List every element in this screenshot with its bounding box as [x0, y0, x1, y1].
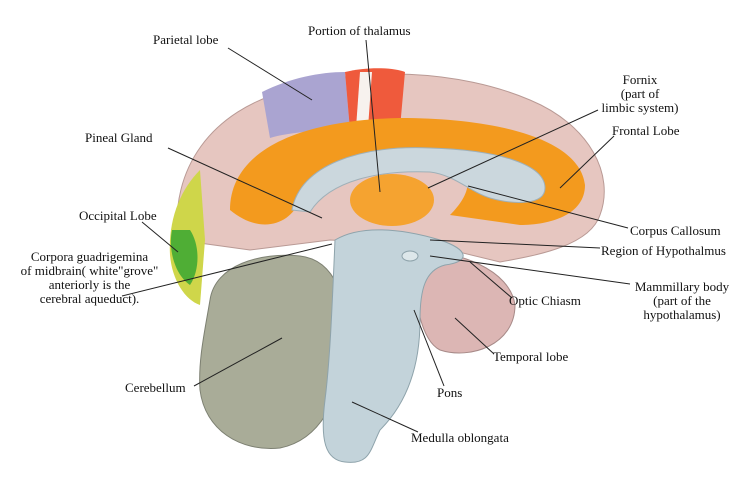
mammillary-line-1: Mammillary body	[634, 279, 730, 294]
label-occipital-lobe: Occipital Lobe	[79, 208, 157, 223]
label-corpora-quadrigemina: Corpora guadrigemina of midbrain( white"…	[2, 250, 177, 306]
label-parietal-lobe: Parietal lobe	[153, 32, 219, 47]
leader-lines	[121, 39, 631, 433]
corpora-line-2: of midbrain( white"grove"	[20, 263, 159, 278]
label-cerebellum: Cerebellum	[125, 380, 186, 395]
label-frontal-lobe: Frontal Lobe	[612, 123, 680, 138]
mammillary-line-3: hypothalamus)	[643, 307, 721, 322]
fornix-line-2: (part of	[620, 86, 660, 101]
corpora-line-3: anteriorly is the	[48, 277, 131, 292]
label-medulla-oblongata: Medulla oblongata	[411, 430, 509, 445]
label-corpus-callosum: Corpus Callosum	[630, 223, 721, 238]
label-portion-of-thalamus: Portion of thalamus	[308, 23, 411, 38]
label-temporal-lobe: Temporal lobe	[493, 349, 569, 364]
parietal-patch	[262, 72, 350, 138]
mammillary-line-2: (part of the	[653, 293, 711, 308]
label-mammillary-body: Mammillary body (part of the hypothalamu…	[626, 280, 738, 322]
brainstem	[322, 229, 464, 463]
label-fornix: Fornix (part of limbic system)	[595, 73, 685, 115]
corpora-line-1: Corpora guadrigemina	[30, 249, 149, 264]
mammillary-body-shape	[401, 250, 419, 262]
label-region-of-hypothalmus: Region of Hypothalmus	[601, 243, 726, 258]
corpora-line-4: cerebral aqueduct).	[39, 291, 140, 306]
fornix-line-3: limbic system)	[601, 100, 679, 115]
label-pons: Pons	[437, 385, 463, 400]
fornix-line-1: Fornix	[622, 72, 658, 87]
label-optic-chiasm: Optic Chiasm	[509, 293, 581, 308]
thalamus	[350, 174, 434, 226]
label-pineal-gland: Pineal Gland	[85, 130, 153, 145]
